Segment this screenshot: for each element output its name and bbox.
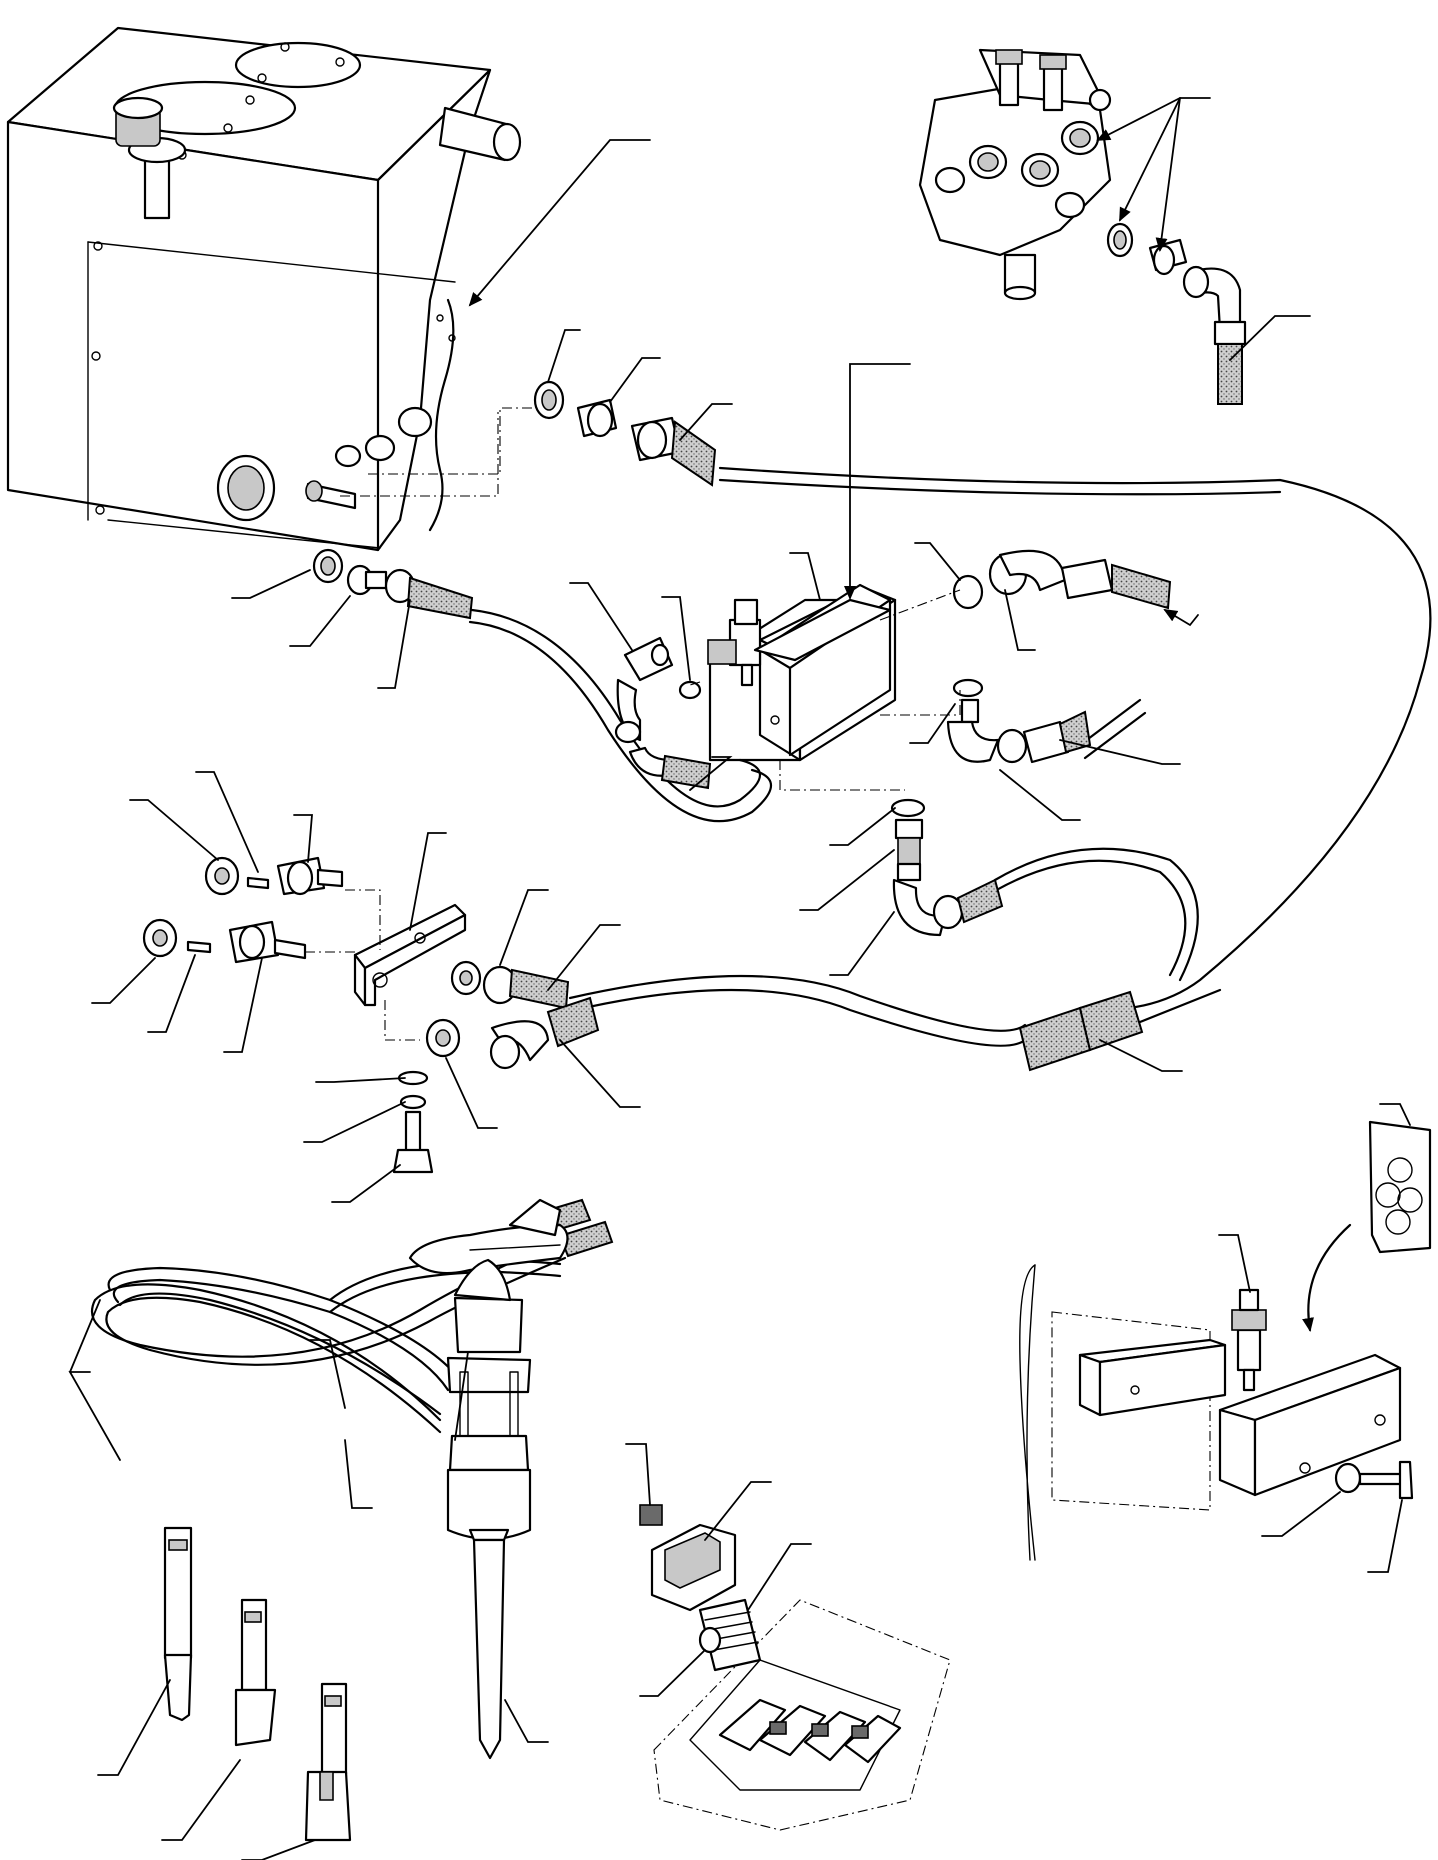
leader-lines [68, 97, 1411, 1860]
block-lower-right-fittings [946, 678, 1092, 764]
assembly-dash-lines [340, 407, 961, 791]
tank-return-fittings [533, 380, 717, 487]
hydraulic-tank [6, 26, 522, 552]
valve-block-body [753, 598, 892, 662]
tank-lower-fittings [312, 548, 474, 620]
breaker-hammer [90, 1198, 614, 1842]
bracket-assembly [142, 856, 600, 1174]
lower-stack-fittings [890, 798, 1004, 937]
switch-panel [639, 1504, 951, 1831]
control-valve [918, 48, 1112, 301]
solenoid-detail [1019, 1120, 1432, 1561]
block-upper-right-fittings [952, 549, 1172, 610]
block-left-fittings [614, 636, 712, 790]
hose-lines [468, 466, 1432, 1047]
valve-fitting-set [1106, 222, 1247, 405]
hose-coupler [1018, 990, 1144, 1072]
